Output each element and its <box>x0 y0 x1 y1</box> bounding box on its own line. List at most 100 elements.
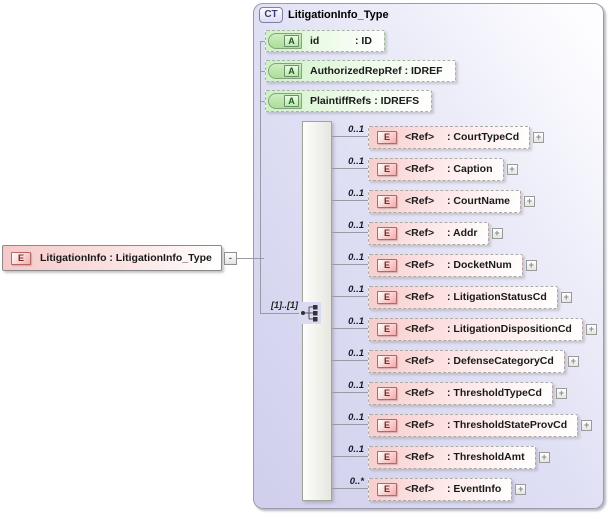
element-ref-name: <Ref> <box>405 227 435 239</box>
element-connector-line <box>332 200 368 201</box>
element-ref-row: 0..1 E <Ref> : DocketNum + <box>332 252 537 277</box>
element-ref-box[interactable]: E <Ref> : ThresholdAmt <box>368 445 536 469</box>
element-ref-name: <Ref> <box>405 163 435 175</box>
element-ref-box[interactable]: E <Ref> : LitigationStatusCd <box>368 285 558 309</box>
element-ref-row: 0..1 E <Ref> : CourtName + <box>332 188 536 213</box>
element-ref-row: 0..1 E <Ref> : ThresholdStateProvCd + <box>332 412 593 437</box>
element-badge-icon: E <box>377 386 397 400</box>
attribute-tag-icon: A <box>268 93 302 109</box>
collapse-icon[interactable]: - <box>223 251 237 265</box>
expand-icon[interactable]: + <box>538 451 550 463</box>
element-connector-line <box>332 136 368 137</box>
element-ref-box[interactable]: E <Ref> : ThresholdTypeCd <box>368 381 553 405</box>
attribute-name: PlaintiffRefs <box>310 95 372 107</box>
element-connector-line <box>332 456 368 457</box>
element-connector: 0..1 <box>332 252 368 277</box>
expand-icon[interactable]: + <box>515 483 527 495</box>
expand-icon[interactable]: + <box>560 291 572 303</box>
attribute-tag-icon: A <box>268 33 302 49</box>
element-ref-box[interactable]: E <Ref> : DefenseCategoryCd <box>368 349 565 373</box>
attribute-box[interactable]: A AuthorizedRepRef : IDREF <box>265 60 456 82</box>
element-ref-box[interactable]: E <Ref> : Caption <box>368 157 504 181</box>
element-connector-line <box>332 232 368 233</box>
element-ref-name: <Ref> <box>405 195 435 207</box>
element-connector: 0..1 <box>332 284 368 309</box>
element-ref-box[interactable]: E <Ref> : ThresholdStateProvCd <box>368 413 579 437</box>
element-badge-icon: E <box>377 418 397 432</box>
element-badge-icon: E <box>377 290 397 304</box>
expand-icon[interactable]: + <box>525 259 537 271</box>
element-cardinality: 0..1 <box>348 316 364 327</box>
element-badge-icon: E <box>377 482 397 496</box>
expand-icon[interactable]: + <box>585 323 597 335</box>
element-connector: 0..1 <box>332 220 368 245</box>
expand-icon[interactable]: + <box>581 419 593 431</box>
complex-type-badge: CT <box>259 7 283 23</box>
element-ref-box[interactable]: E <Ref> : CourtName <box>368 189 522 213</box>
attr-stub <box>260 71 267 72</box>
element-ref-row: 0..1 E <Ref> : Addr + <box>332 220 503 245</box>
element-badge-icon: E <box>377 322 397 336</box>
expand-icon[interactable]: + <box>533 131 545 143</box>
element-ref-row: 0..1 E <Ref> : LitigationStatusCd + <box>332 284 572 309</box>
element-cardinality: 0..1 <box>348 188 364 199</box>
element-ref-type: : ThresholdStateProvCd <box>447 419 568 431</box>
element-ref-box[interactable]: E <Ref> : CourtTypeCd <box>368 125 531 149</box>
element-cardinality: 0..* <box>349 476 364 487</box>
element-badge-icon: E <box>377 258 397 272</box>
element-connector: 0..1 <box>332 124 368 149</box>
element-badge-icon: E <box>377 162 397 176</box>
element-connector: 0..1 <box>332 444 368 469</box>
element-badge-icon: E <box>377 354 397 368</box>
attr-stub <box>260 41 267 42</box>
attribute-box[interactable]: A id : ID <box>265 30 385 52</box>
element-badge-icon: E <box>377 450 397 464</box>
attribute-badge-icon: A <box>284 65 299 77</box>
element-badge-icon: E <box>11 251 31 265</box>
element-ref-type: : Caption <box>447 163 493 175</box>
element-cardinality: 0..1 <box>348 444 364 455</box>
element-ref-box[interactable]: E <Ref> : DocketNum <box>368 253 523 277</box>
element-connector: 0..1 <box>332 348 368 373</box>
element-connector-line <box>332 360 368 361</box>
element-badge-icon: E <box>377 130 397 144</box>
element-ref-type: : DefenseCategoryCd <box>447 355 554 367</box>
complex-type-title: LitigationInfo_Type <box>288 9 389 21</box>
element-ref-name: <Ref> <box>405 483 435 495</box>
element-ref-type: : EventInfo <box>447 483 502 495</box>
element-ref-box[interactable]: E <Ref> : Addr <box>368 221 489 245</box>
attribute-type: : IDREF <box>404 65 443 77</box>
element-badge-icon: E <box>377 226 397 240</box>
root-element-box[interactable]: E LitigationInfo : LitigationInfo_Type <box>2 245 222 271</box>
element-ref-name: <Ref> <box>405 291 435 303</box>
element-ref-name: <Ref> <box>405 387 435 399</box>
attribute-type: : ID <box>355 35 372 47</box>
expand-icon[interactable]: + <box>524 195 536 207</box>
attribute-name: AuthorizedRepRef <box>310 65 402 77</box>
element-ref-name: <Ref> <box>405 259 435 271</box>
element-ref-box[interactable]: E <Ref> : LitigationDispositionCd <box>368 317 583 341</box>
element-connector: 0..1 <box>332 380 368 405</box>
element-connector: 0..1 <box>332 156 368 181</box>
root-element-label: LitigationInfo : LitigationInfo_Type <box>40 252 212 264</box>
expand-icon[interactable]: + <box>491 227 503 239</box>
attr-stub <box>260 101 267 102</box>
expand-icon[interactable]: + <box>506 163 518 175</box>
expand-icon[interactable]: + <box>555 387 567 399</box>
attribute-badge-icon: A <box>284 35 299 47</box>
element-connector-line <box>332 168 368 169</box>
expand-icon[interactable]: + <box>567 355 579 367</box>
element-ref-type: : ThresholdTypeCd <box>447 387 542 399</box>
attribute-badge-icon: A <box>284 95 299 107</box>
element-ref-box[interactable]: E <Ref> : EventInfo <box>368 477 513 501</box>
attribute-box[interactable]: A PlaintiffRefs : IDREFS <box>265 90 433 112</box>
element-cardinality: 0..1 <box>348 124 364 135</box>
element-ref-type: : LitigationStatusCd <box>447 291 547 303</box>
element-cardinality: 0..1 <box>348 220 364 231</box>
attribute-type: : IDREFS <box>374 95 420 107</box>
element-cardinality: 0..1 <box>348 156 364 167</box>
element-ref-type: : LitigationDispositionCd <box>447 323 572 335</box>
element-connector: 0..* <box>332 476 368 501</box>
attribute-tag-icon: A <box>268 63 302 79</box>
